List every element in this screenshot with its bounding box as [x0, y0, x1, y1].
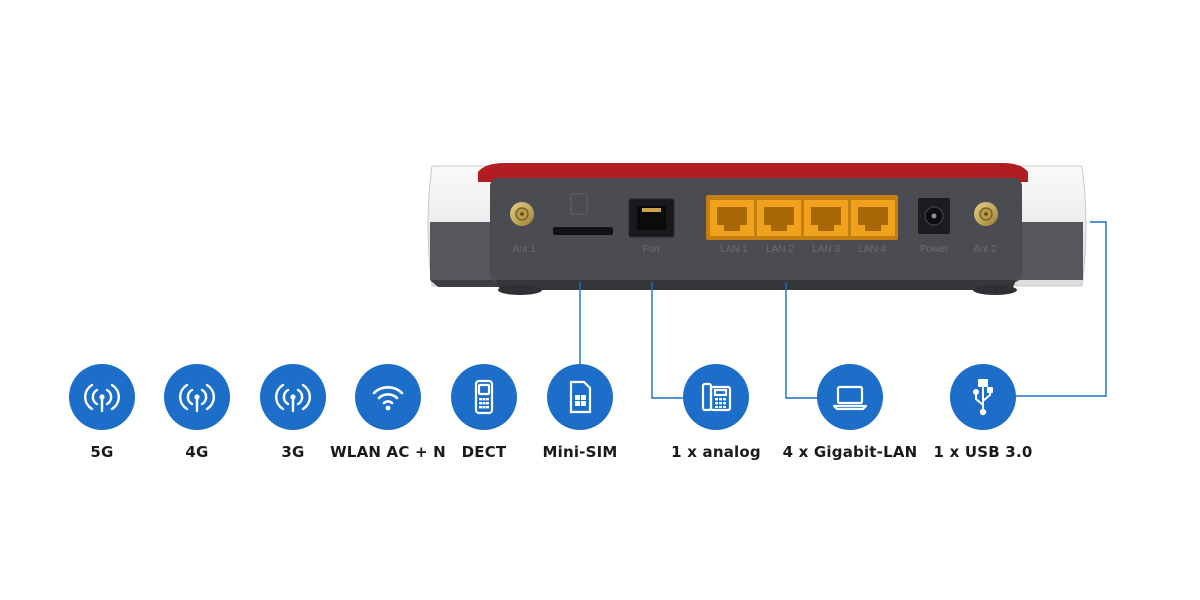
connector-line-usb: [1016, 221, 1107, 397]
power-jack: [918, 198, 950, 234]
port-label-lan2: LAN 2: [766, 244, 794, 255]
port-label-ant2: Ant 2: [973, 244, 997, 255]
feature-wlan: WLAN AC + N: [318, 364, 458, 461]
feature-label: 3G: [281, 443, 305, 461]
feature-label: WLAN AC + N: [330, 443, 446, 461]
feature-label: DECT: [461, 443, 507, 461]
router-foot: [973, 285, 1017, 295]
antenna-signal-icon: [260, 364, 326, 430]
feature-label: 1 x USB 3.0: [933, 443, 1033, 461]
port-label-lan4: LAN 4: [858, 244, 886, 255]
cordless-phone-icon: [451, 364, 517, 430]
feature-gigabit-lan: 4 x Gigabit-LAN: [780, 364, 920, 461]
feature-dect: DECT: [414, 364, 554, 461]
antenna-2-connector: [974, 202, 998, 226]
feature-label: Mini-SIM: [542, 443, 618, 461]
router-top: [478, 163, 1028, 182]
sim-card-icon: [547, 364, 613, 430]
lan-port: [757, 200, 801, 236]
connector-lines: [579, 221, 1107, 399]
feature-label: 5G: [90, 443, 114, 461]
connector-line-lan: [785, 282, 818, 399]
router-foot: [498, 285, 542, 295]
wifi-icon: [355, 364, 421, 430]
feature-usb: 1 x USB 3.0: [913, 364, 1053, 461]
desk-phone-icon: [683, 364, 749, 430]
feature-3g: 3G: [223, 364, 363, 461]
feature-5g: 5G: [32, 364, 172, 461]
sim-slot: [553, 193, 613, 235]
antenna-1-connector: [510, 202, 534, 226]
port-label-fon: Fon: [642, 244, 659, 255]
port-label-lan1: LAN 1: [720, 244, 748, 255]
fon-port: [628, 198, 675, 238]
router-right-endcap: [1013, 165, 1087, 287]
feature-mini-sim: Mini-SIM: [510, 364, 650, 461]
antenna-signal-icon: [164, 364, 230, 430]
connector-line-analog: [651, 282, 684, 399]
port-label-ant1: Ant 1: [512, 244, 536, 255]
port-label-lan3: LAN 3: [812, 244, 840, 255]
feature-analog: 1 x analog: [646, 364, 786, 461]
feature-label: 1 x analog: [671, 443, 761, 461]
usb-icon: [950, 364, 1016, 430]
lan-ports: [706, 195, 898, 240]
feature-label: 4 x Gigabit-LAN: [782, 443, 918, 461]
feature-4g: 4G: [127, 364, 267, 461]
lan-port: [710, 200, 754, 236]
port-label-power: Power: [920, 244, 949, 255]
lan-port: [851, 200, 895, 236]
feature-label: 4G: [185, 443, 209, 461]
lan-port: [804, 200, 848, 236]
laptop-icon: [817, 364, 883, 430]
antenna-signal-icon: [69, 364, 135, 430]
